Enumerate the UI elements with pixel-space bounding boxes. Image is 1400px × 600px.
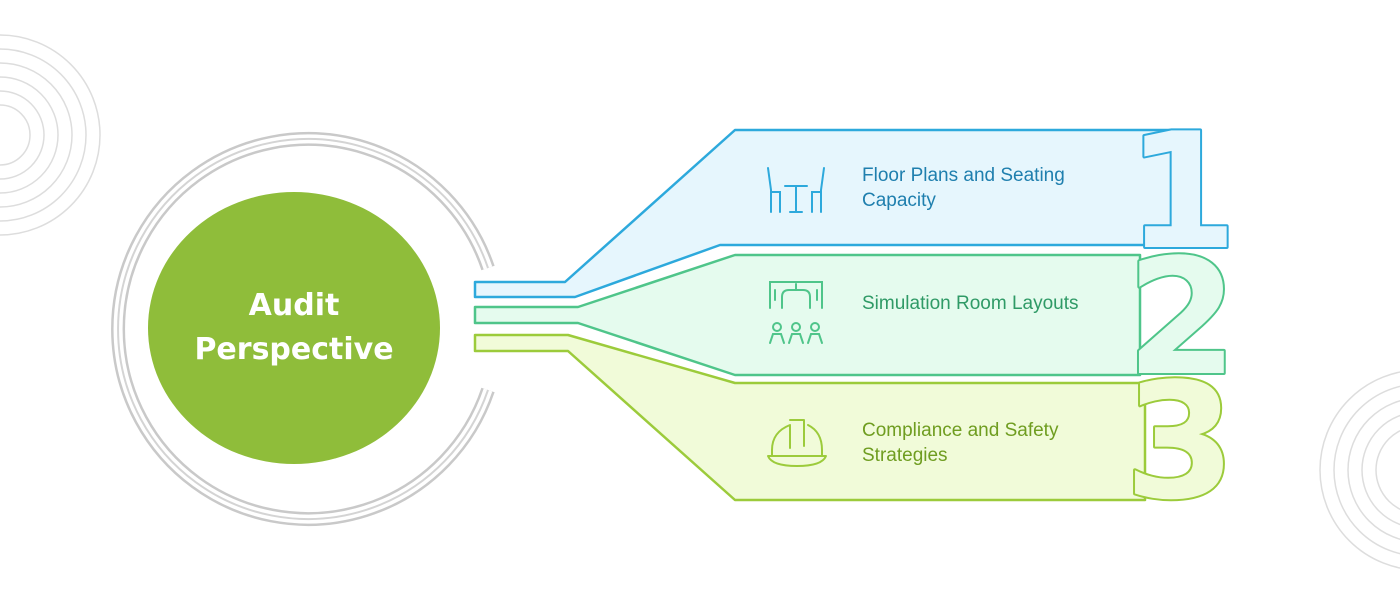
step-2-number: 2 bbox=[1126, 224, 1237, 411]
room-layout-people-icon bbox=[769, 281, 823, 344]
step-1-arm bbox=[473, 128, 1177, 299]
step-2-arm bbox=[473, 253, 1142, 377]
center-circle: Audit Perspective bbox=[148, 192, 440, 464]
step-1-number: 1 bbox=[1126, 98, 1237, 285]
step-3-arm bbox=[473, 333, 1147, 502]
step-2-label: Simulation Room Layouts bbox=[862, 293, 1079, 314]
step-3-label: Compliance and Safety Strategies bbox=[862, 420, 1059, 466]
decorative-rings-left bbox=[0, 34, 101, 236]
table-seating-icon bbox=[767, 167, 825, 213]
decorative-rings-right bbox=[1319, 371, 1400, 569]
hard-hat-icon bbox=[767, 419, 827, 467]
center-title: Audit Perspective bbox=[194, 288, 394, 367]
step-1-label: Floor Plans and Seating Capacity bbox=[862, 165, 1065, 211]
step-3-number: 3 bbox=[1124, 348, 1235, 535]
